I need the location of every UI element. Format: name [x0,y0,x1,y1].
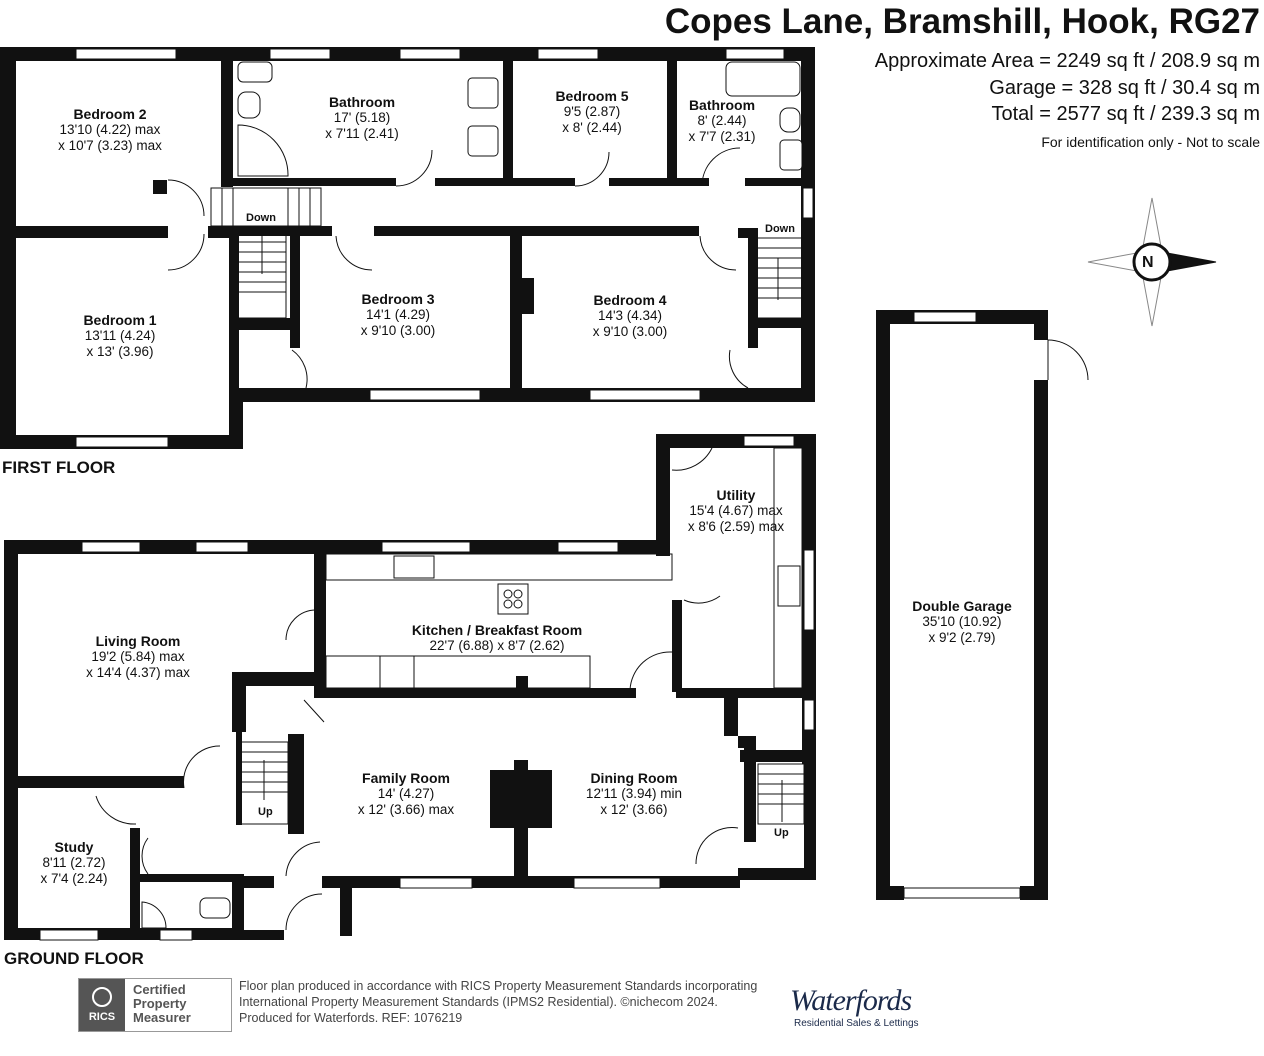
room-dimension: x 7'4 (2.24) [40,871,108,886]
room-name: Bedroom 4 [593,292,667,308]
ground-floor-doors [95,447,739,931]
room-dimension: x 8'6 (2.59) max [687,519,785,534]
room-dimension: x 8' (2.44) [562,120,622,135]
ground-floor-fixtures [141,897,231,929]
rics-badge-line: Property [133,996,187,1011]
room-dimension: 22'7 (6.88) x 8'7 (2.62) [429,638,565,653]
room-dimension: x 9'2 (2.79) [928,630,996,645]
ground-floor-kitchen-units [325,447,803,689]
stairs-down-label: Down [246,212,276,224]
compass-north-label: N [1142,254,1154,271]
garage-windows-door [903,311,1089,899]
ground-floor-stairs [239,741,805,825]
identification-note: For identification only - Not to scale [1041,134,1260,150]
compass-icon [1087,197,1217,327]
room-name: Bedroom 1 [83,312,157,328]
room-dimension: x 12' (3.66) [600,802,668,817]
room-name: Bathroom [688,97,756,113]
room-name: Bedroom 2 [73,106,147,122]
footer-line: Floor plan produced in accordance with R… [239,979,758,993]
first-floor-windows [75,48,814,448]
room-name: Study [54,839,94,855]
room-dimension: 19'2 (5.84) max [91,649,185,664]
room-dimension: 17' (5.18) [333,110,391,125]
rics-logo: RICS [79,979,125,1031]
room-dimension: x 13' (3.96) [86,344,154,359]
room-double-garage: Double Garage 35'10 (10.92) x 9'2 (2.79) [912,598,1012,646]
rics-badge-line: Measurer [133,1010,191,1025]
rics-emblem-icon [92,987,112,1007]
room-bedroom-4: Bedroom 4 14'3 (4.34) x 9'10 (3.00) [593,292,668,340]
brand-tagline: Residential Sales & Lettings [794,1018,919,1029]
first-floor-stairs [210,187,803,319]
stairs-up-label: Up [258,806,273,818]
room-dimension: 14' (4.27) [377,786,435,801]
room-bathroom-main: Bathroom 17' (5.18) x 7'11 (2.41) [325,94,399,142]
room-dimension: 13'11 (4.24) [84,328,156,343]
room-utility: Utility 15'4 (4.67) max x 8'6 (2.59) max [688,487,784,535]
room-bedroom-1: Bedroom 1 13'11 (4.24) x 13' (3.96) [83,312,156,360]
room-dimension: 15'4 (4.67) max [689,503,783,518]
rics-logo-text: RICS [88,1011,116,1023]
first-floor-label: FIRST FLOOR [2,458,116,477]
room-bathroom-second: Bathroom 8' (2.44) x 7'7 (2.31) [688,97,755,145]
brand-name: Waterfords [790,984,912,1017]
room-bedroom-3: Bedroom 3 14'1 (4.29) x 9'10 (3.00) [361,291,436,339]
rics-badge-line: Certified [133,982,186,997]
room-dimension: 9'5 (2.87) [563,104,621,119]
room-dimension: 12'11 (3.94) min [585,786,683,801]
room-dimension: 14'1 (4.29) [365,307,431,322]
first-floor-doors [167,147,749,389]
footer-line: Produced for Waterfords. REF: 1076219 [239,1011,463,1025]
room-name: Bathroom [328,94,396,110]
room-dining: Dining Room 12'11 (3.94) min x 12' (3.66… [586,770,682,818]
approximate-area: Approximate Area = 2249 sq ft / 208.9 sq… [874,50,1260,72]
first-floor-walls [0,47,815,449]
room-dimension: 8' (2.44) [697,113,747,128]
stairs-up-label: Up [774,827,789,839]
room-dimension: x 7'11 (2.41) [325,126,399,141]
rics-certified-badge: RICS Certified Property Measurer [78,978,232,1032]
waterfords-logo: Waterfords Residential Sales & Lettings [782,978,972,1034]
room-name: Living Room [95,633,181,649]
room-name: Family Room [362,770,450,786]
room-dimension: x 7'7 (2.31) [688,129,756,144]
garage-area: Garage = 328 sq ft / 30.4 sq m [989,77,1260,99]
room-bedroom-2: Bedroom 2 13'10 (4.22) max x 10'7 (3.23)… [58,106,162,154]
stairs-down-label: Down [765,223,795,235]
room-name: Kitchen / Breakfast Room [411,622,583,638]
room-dimension: 35'10 (10.92) [922,614,1002,629]
room-dimension: 14'3 (4.34) [597,308,663,323]
room-bedroom-5: Bedroom 5 9'5 (2.87) x 8' (2.44) [555,88,628,136]
rics-badge-text: Certified Property Measurer [133,983,191,1025]
footer-line: International Property Measurement Stand… [239,995,718,1009]
garage-walls [876,310,1048,900]
room-name: Dining Room [590,770,678,786]
room-dimension: x 10'7 (3.23) max [58,138,162,153]
total-area: Total = 2577 sq ft / 239.3 sq m [991,103,1261,125]
room-name: Bedroom 3 [361,291,435,307]
room-dimension: 8'11 (2.72) [42,855,106,870]
room-dimension: 13'10 (4.22) max [59,122,161,137]
ground-floor-label: GROUND FLOOR [4,949,144,968]
ground-floor-windows [39,435,815,941]
room-dimension: x 9'10 (3.00) [360,323,436,338]
room-living: Living Room 19'2 (5.84) max x 14'4 (4.37… [86,633,190,681]
room-name: Utility [716,487,756,503]
room-dimension: x 12' (3.66) max [357,802,455,817]
room-study: Study 8'11 (2.72) x 7'4 (2.24) [40,839,107,887]
room-dimension: x 9'10 (3.00) [592,324,668,339]
first-floor-fixtures [237,61,803,177]
footer-disclaimer: Floor plan produced in accordance with R… [239,978,757,1026]
room-name: Double Garage [912,598,1012,614]
room-name: Bedroom 5 [555,88,629,104]
room-dimension: x 14'4 (4.37) max [86,665,190,680]
room-family: Family Room 14' (4.27) x 12' (3.66) max [358,770,454,818]
property-title: Copes Lane, Bramshill, Hook, RG27 [664,2,1260,41]
room-kitchen-breakfast: Kitchen / Breakfast Room 22'7 (6.88) x 8… [412,622,582,654]
